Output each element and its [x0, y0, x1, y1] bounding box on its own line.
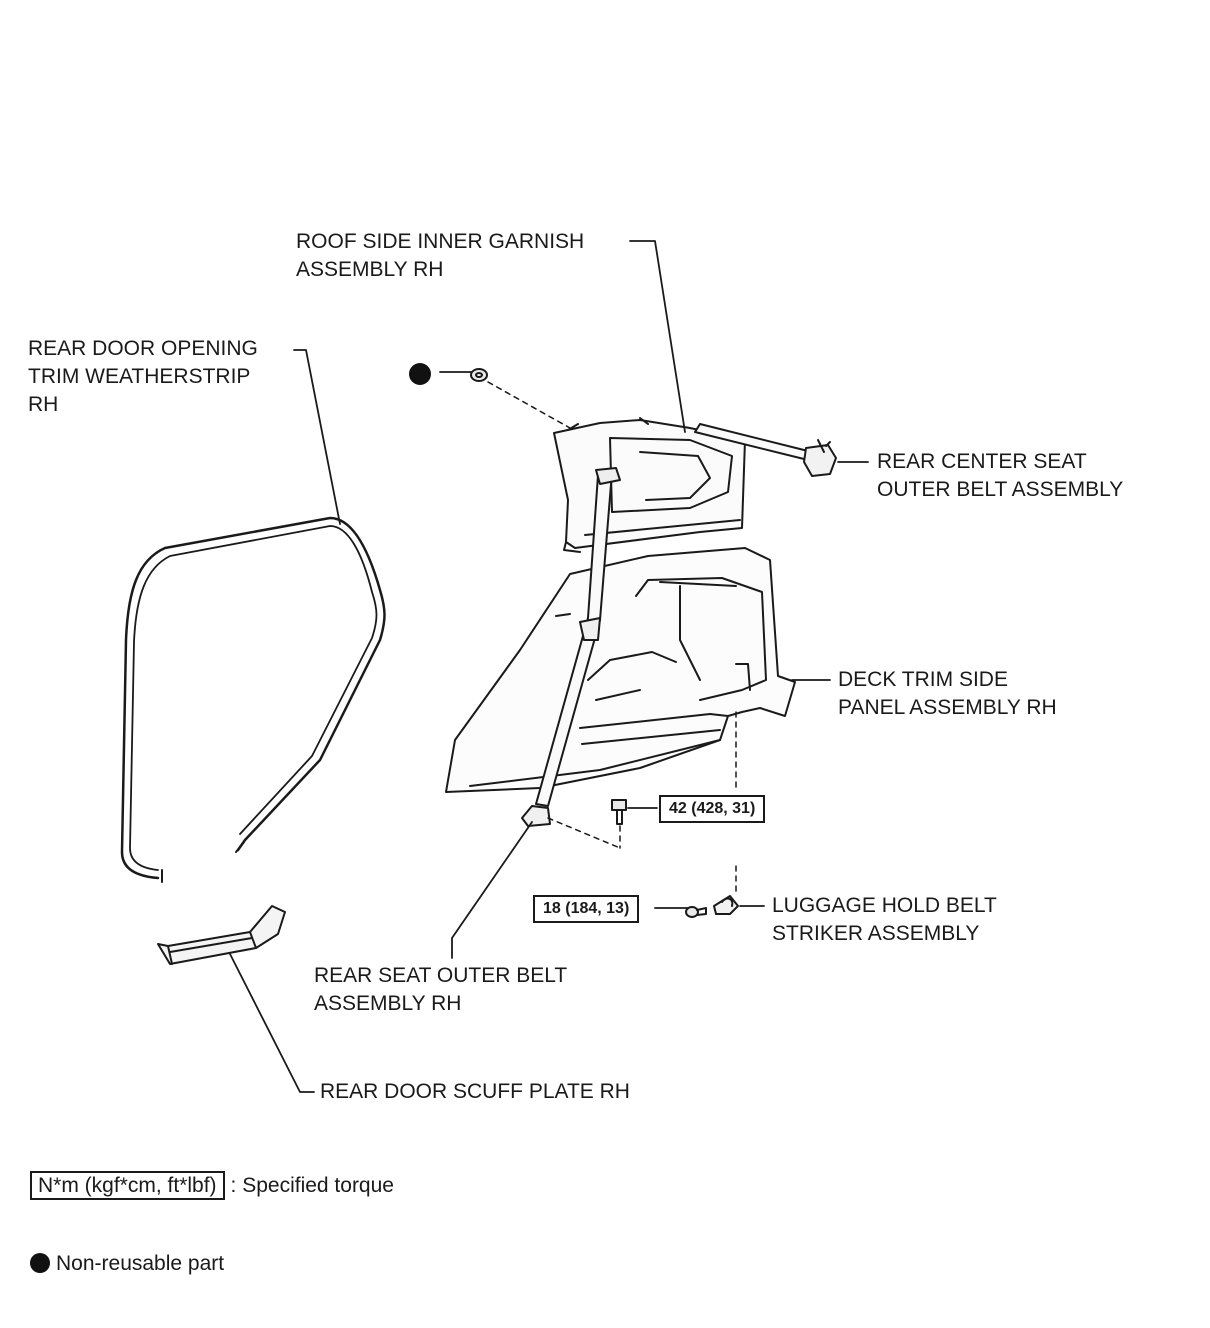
legend-torque: N*m (kgf*cm, ft*lbf): Specified torque	[30, 1171, 394, 1201]
label-rear-door-weatherstrip: REAR DOOR OPENING TRIM WEATHERSTRIP RH	[28, 337, 258, 416]
legend-torque-text: : Specified torque	[230, 1174, 394, 1197]
nut-part	[470, 368, 488, 382]
nonreusable-dot-icon	[30, 1253, 50, 1273]
label-scuff-plate: REAR DOOR SCUFF PLATE RH	[320, 1080, 630, 1103]
striker-part	[713, 895, 739, 915]
center-belt-part	[694, 423, 837, 477]
label-roof-side-garnish: ROOF SIDE INNER GARNISH ASSEMBLY RH	[296, 230, 585, 281]
legend-nonreusable-text: Non-reusable part	[56, 1252, 225, 1275]
nonreusable-marker-icon	[409, 363, 431, 385]
label-luggage-striker: LUGGAGE HOLD BELT STRIKER ASSEMBLY	[772, 894, 997, 945]
leader-lines	[229, 240, 869, 1093]
install-lines	[487, 381, 737, 897]
legend-torque-unit: N*m (kgf*cm, ft*lbf)	[30, 1171, 225, 1200]
rear-belt-part	[521, 467, 621, 827]
torque-box-striker-bolt: 18 (184, 13)	[533, 895, 640, 923]
legend-nonreusable: Non-reusable part	[30, 1249, 224, 1279]
label-rear-center-belt: REAR CENTER SEAT OUTER BELT ASSEMBLY	[877, 450, 1124, 501]
torque-box-panel-bolt: 42 (428, 31)	[659, 795, 766, 823]
striker-bolt-part	[685, 906, 707, 918]
label-rear-seat-belt: REAR SEAT OUTER BELT ASSEMBLY RH	[314, 964, 568, 1015]
panel-bolt-part	[611, 799, 627, 825]
scuff-plate-part	[157, 905, 286, 965]
weatherstrip-part	[120, 516, 386, 883]
label-deck-trim-panel: DECK TRIM SIDE PANEL ASSEMBLY RH	[838, 668, 1057, 719]
deck-panel-part	[445, 547, 796, 793]
